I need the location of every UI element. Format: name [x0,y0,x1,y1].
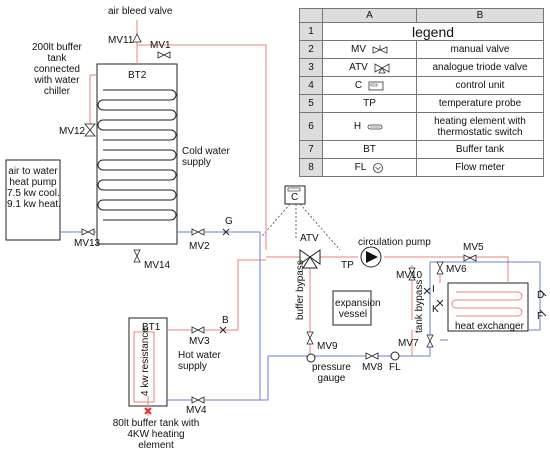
legend-desc: manual valve [416,40,544,59]
legend-row: 6 H heating element with thermostatic sw… [299,112,544,141]
d-label: D [537,290,545,301]
manual-valve-icon [372,44,388,54]
legend-row: 4 C control unit [299,76,544,95]
marker-crosses [219,228,547,334]
hot-water-supply-label: Hot water supply [178,350,221,372]
legend-row-number: 1 [299,22,323,41]
legend-row-number: 4 [299,76,323,95]
heat-exchanger-box [447,282,529,332]
bt2-coil [97,89,177,221]
mv8-label: MV8 [362,362,383,373]
air-bleed-valve-label: air bleed valve [108,6,173,17]
legend-desc: temperature probe [416,94,544,113]
legend-row-number: 6 [299,112,323,141]
mv4-label: MV4 [186,405,207,416]
mv9-label: MV9 [317,341,338,352]
mv6-label: MV6 [446,264,467,275]
legend-row-number: 7 [299,140,323,159]
atv-valve-icon [299,249,321,269]
g-label: G [225,216,233,227]
mv7-label: MV7 [398,338,419,349]
mv13-label: MV13 [74,238,101,249]
mv14-label: MV14 [144,260,171,271]
heat-exchanger-coil [451,291,523,317]
legend-code: H [353,121,362,132]
bt1-label: BT1 [142,322,161,333]
circulation-pump-arrow-icon [366,251,378,263]
pressure-gauge-icon [306,353,316,363]
mv12-label: MV12 [59,126,86,137]
k-label: K [432,304,439,315]
resistance-label: 4 kw resistance [140,327,151,396]
buffer-bypass-label: buffer bypass [295,260,306,320]
legend-row: 8 FL Flow meter [299,158,544,177]
bt2-tank [96,63,178,245]
mv11-label: MV11 [108,35,134,46]
legend-desc: heating element with thermostatic switch [416,112,544,141]
i-label: I [432,284,435,295]
legend-row: 2 MV manual valve [299,40,544,59]
circulation-pump-label: circulation pump [358,237,431,248]
mv3-label: MV3 [189,336,210,347]
bt2-label: BT2 [128,70,147,81]
tp-label: TP [341,260,354,271]
legend-desc: analogue triode valve [416,58,544,77]
legend-row: 5 TP temperature probe [299,94,544,113]
cold-water-lines [60,231,541,401]
expansion-vessel-label: expansion vessel [335,298,381,320]
legend-row-number: 2 [299,40,323,59]
legend-code: FL [354,162,367,173]
legend-table: A B 1 legend 2 MV manual valve 3 ATV ana… [299,8,544,177]
control-signal-lines [261,203,341,251]
legend-desc: control unit [416,76,544,95]
legend-title: legend [322,22,544,41]
legend-desc: Buffer tank [416,140,544,159]
f-label: F [537,311,544,322]
heat-pump-label: air to water heat pump 7.5 kw cool. 9.1 … [7,166,61,210]
pressure-gauge-label: pressure gauge [312,362,351,384]
atv-label: ATV [300,233,319,244]
legend-row-number: 8 [299,158,323,177]
cold-water-supply-label: Cold water supply [182,146,230,168]
bt1-tank [128,317,168,407]
bt2-description: 200lt buffer tank connected with water c… [32,42,82,97]
legend-row-number: 3 [299,58,323,77]
legend-row-number: 5 [299,94,323,113]
heat-pump-box [5,159,61,241]
heating-element-icon [144,407,152,415]
b-label: B [222,315,229,326]
control-unit-icon [368,81,384,90]
legend-code: BT [322,140,417,159]
legend-row: 7 BT Buffer tank [299,140,544,159]
legend-code: TP [322,94,417,113]
legend-header-row: A B [299,8,544,23]
legend-code: ATV [349,62,368,73]
tank-bypass-label: tank bypass [414,279,425,333]
legend-row: 3 ATV analogue triode valve [299,58,544,77]
triode-valve-icon [374,62,390,73]
heating-element-legend-icon [367,124,383,129]
fl-label: FL [389,362,401,373]
legend-code: C [354,80,363,91]
expansion-vessel-box [332,290,372,326]
legend-col-a: A [322,8,417,23]
mv2-label: MV2 [189,241,210,252]
mv5-label: MV5 [463,242,484,253]
legend-desc: Flow meter [416,158,544,177]
legend-row: 1 legend [299,22,544,41]
flow-meter-legend-icon [373,162,384,173]
bt1-resistance-box [133,331,155,403]
mv1-label: MV1 [150,40,171,51]
control-unit-display [287,187,301,192]
bt1-description: 80lt buffer tank with 4KW heating elemen… [112,418,200,451]
manual-valves [81,33,477,404]
flow-meter-icon [390,351,400,361]
legend-code: MV [351,44,366,55]
control-unit-label: C [291,192,299,203]
mv10-label: MV10 [396,270,423,281]
legend-col-b: B [416,8,544,23]
heat-exchanger-label: heat exchanger [455,321,524,332]
